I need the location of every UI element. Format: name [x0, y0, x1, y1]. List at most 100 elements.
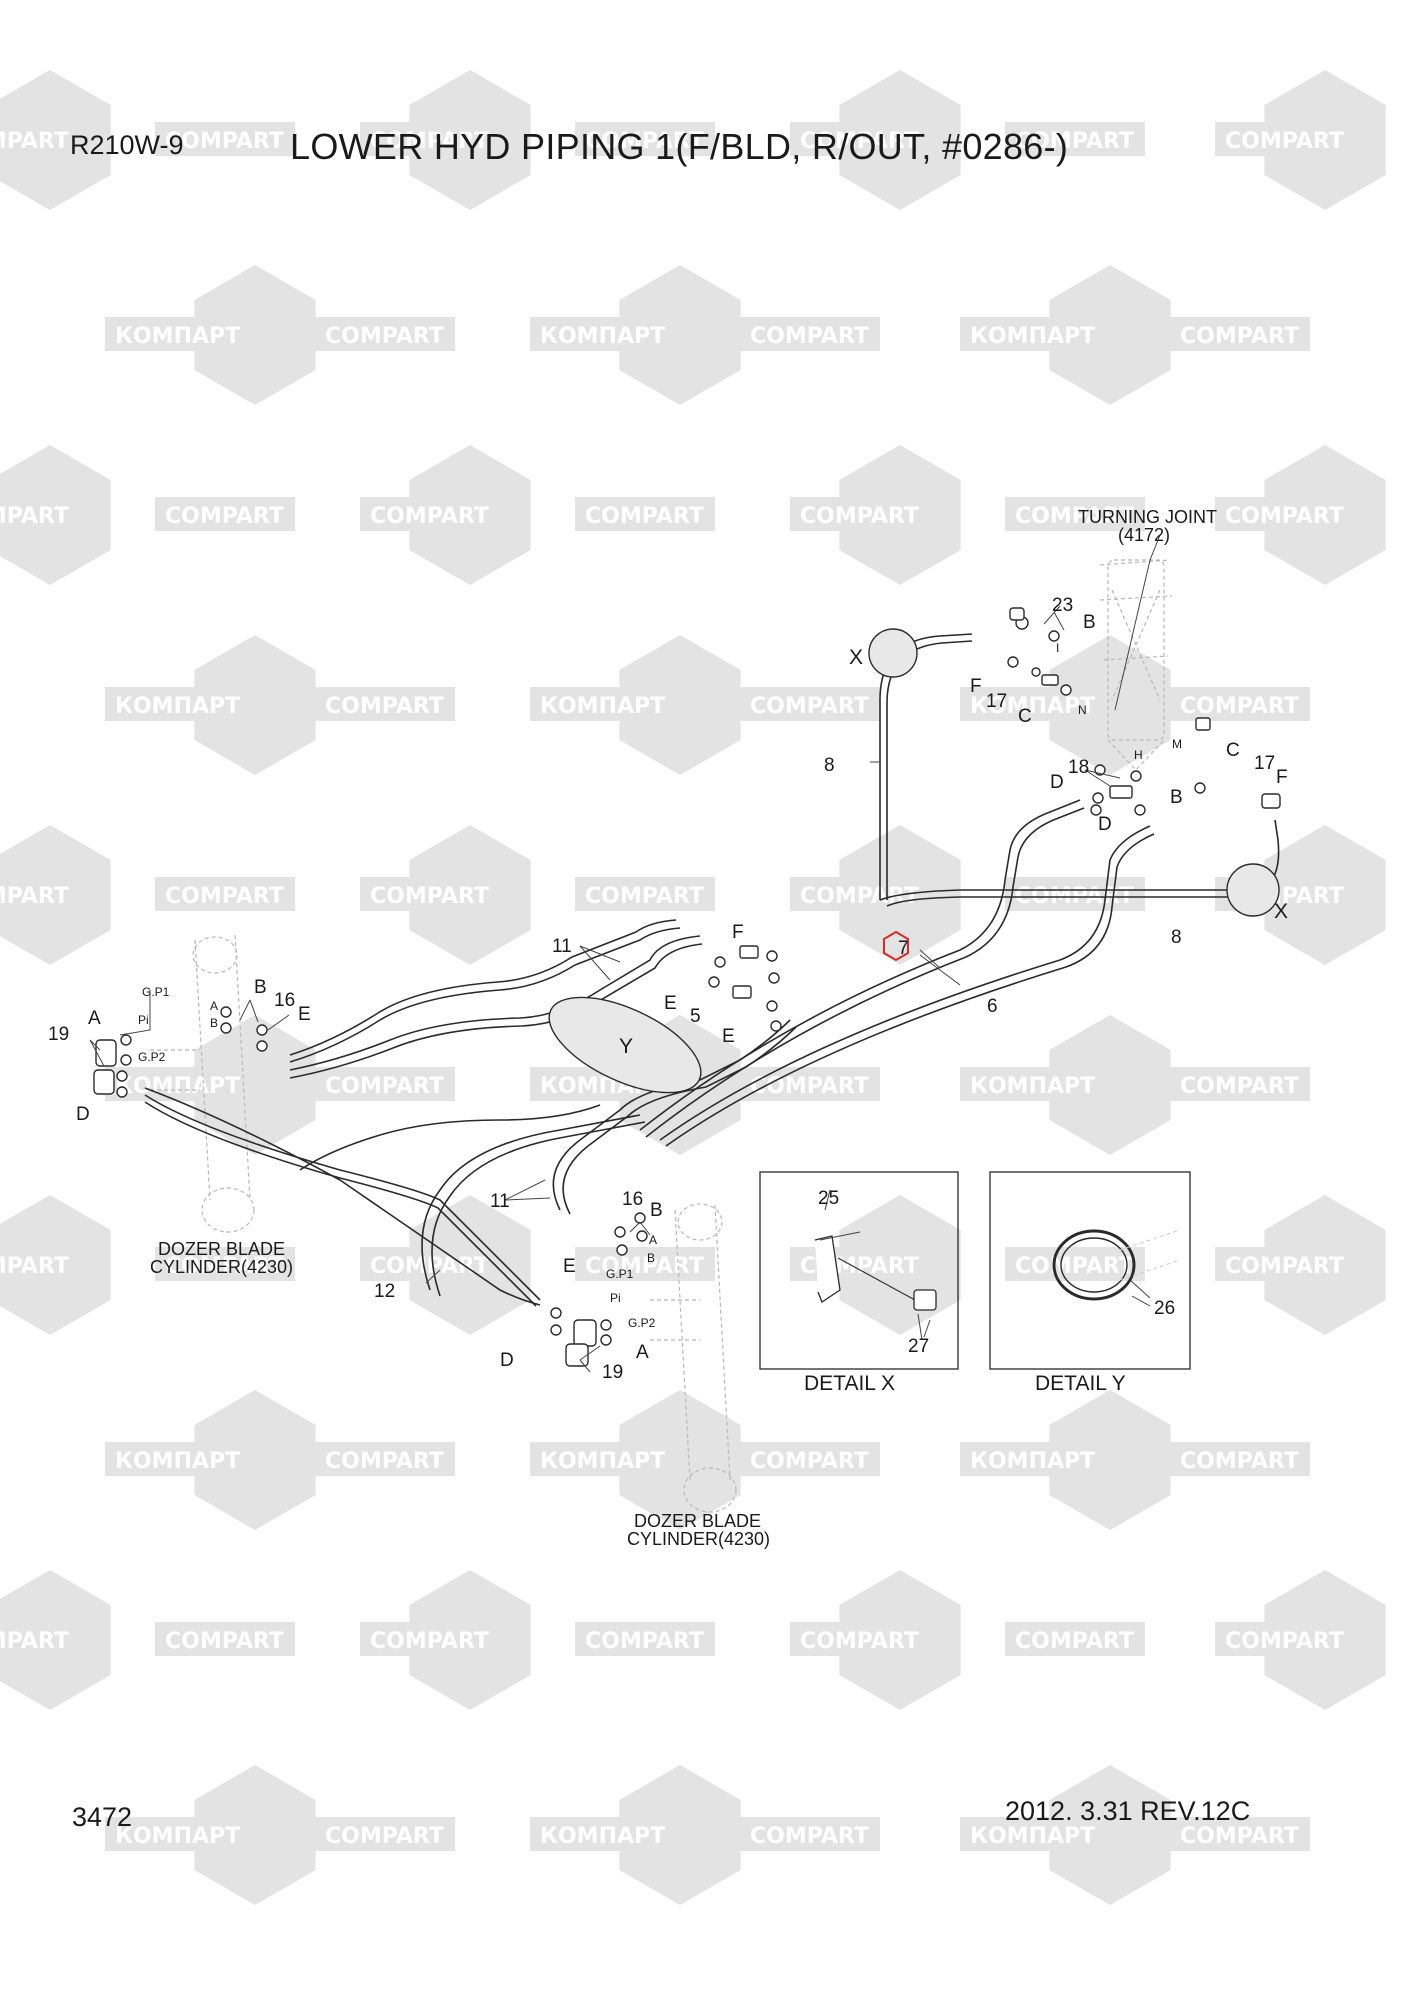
- watermark-word: COMPART: [1015, 129, 1134, 154]
- watermark-badge: [619, 265, 741, 405]
- watermark-word: COMPART: [0, 129, 69, 154]
- watermark-word: COMPART: [585, 129, 704, 154]
- watermark-badge: [194, 635, 316, 775]
- connector-c-tj: C: [1018, 706, 1032, 727]
- watermark-band: [360, 877, 500, 911]
- watermark-word: COMPART: [1180, 1824, 1299, 1849]
- watermark-band: [315, 1442, 455, 1476]
- watermark-band: [1215, 1622, 1355, 1656]
- watermark-badge: [619, 635, 741, 775]
- watermark-band: [1005, 877, 1145, 911]
- watermark-badge: [619, 1765, 741, 1905]
- watermark-word: COMPART: [165, 504, 284, 529]
- detail-y-tag: Y: [619, 1035, 633, 1058]
- watermark-band: [575, 1622, 715, 1656]
- tj-port-m: M: [1172, 737, 1182, 751]
- watermark-word: КОМПАРТ: [970, 694, 1095, 719]
- watermark-band: [740, 1817, 880, 1851]
- callout-11-bottom: 11: [490, 1191, 510, 1212]
- watermark-word: COMPART: [750, 1074, 869, 1099]
- connector-a-right: A: [636, 1342, 649, 1363]
- watermark-word: COMPART: [165, 884, 284, 909]
- watermark-badge: [1049, 1765, 1171, 1905]
- watermark-word: COMPART: [800, 884, 919, 909]
- watermark-band: [1215, 122, 1355, 156]
- watermark-word: COMPART: [370, 504, 489, 529]
- watermark-word: COMPART: [370, 129, 489, 154]
- watermark-word: COMPART: [1225, 504, 1344, 529]
- watermark-word: COMPART: [585, 1629, 704, 1654]
- watermark-band: [360, 1622, 500, 1656]
- dozer-cylinder-right: [650, 1203, 737, 1513]
- watermark-band: [155, 122, 295, 156]
- watermark-word: КОМПАРТ: [115, 1824, 240, 1849]
- detail-x-tag-top: X: [849, 646, 863, 669]
- callout-19-left: 19: [48, 1024, 69, 1045]
- watermark-band: [315, 687, 455, 721]
- detail-x-tag-right: X: [1274, 900, 1288, 923]
- port-b-right: B: [647, 1251, 655, 1265]
- tj-port-n: N: [1078, 703, 1087, 717]
- port-gp1-left: G.P1: [142, 985, 170, 999]
- watermark-badge: [194, 1390, 316, 1530]
- watermark-word: COMPART: [165, 129, 284, 154]
- page-number: 3472: [72, 1802, 133, 1832]
- watermark-band: [1215, 1247, 1355, 1281]
- watermark-word: КОМПАРТ: [115, 694, 240, 719]
- callout-17-right: 17: [1254, 753, 1275, 774]
- dozer-cylinder-left-label: DOZER BLADE: [158, 1239, 285, 1259]
- watermark-word: COMPART: [325, 1074, 444, 1099]
- connector-b-tj: B: [1083, 612, 1096, 633]
- watermark-band: [960, 1067, 1100, 1101]
- watermark-word: КОМПАРТ: [540, 1824, 665, 1849]
- watermark-word: КОМПАРТ: [115, 1074, 240, 1099]
- watermark-band: [315, 317, 455, 351]
- watermark-word: КОМПАРТ: [115, 324, 240, 349]
- watermark-word: COMPART: [800, 129, 919, 154]
- port-gp1-right: G.P1: [606, 1267, 634, 1281]
- watermark-word: COMPART: [1015, 504, 1134, 529]
- watermark-word: КОМПАРТ: [540, 694, 665, 719]
- watermark-band: [0, 1622, 80, 1656]
- watermark-band: [790, 122, 930, 156]
- watermark-word: COMPART: [370, 1629, 489, 1654]
- callout-8-top: 8: [824, 755, 835, 776]
- watermark-word: КОМПАРТ: [540, 1449, 665, 1474]
- watermark-band: [1170, 687, 1310, 721]
- connector-b-left: B: [254, 977, 267, 998]
- detail-x-caption: DETAIL X: [804, 1372, 895, 1395]
- watermark-band: [1005, 1622, 1145, 1656]
- watermark-band: [1170, 1817, 1310, 1851]
- callout-11-top: 11: [552, 936, 572, 957]
- diagram-title: LOWER HYD PIPING 1(F/BLD, R/OUT, #0286-): [290, 126, 1069, 167]
- callout-6: 6: [987, 996, 998, 1017]
- watermark-badge: [194, 1765, 316, 1905]
- detail-y-box: [989, 1171, 1191, 1370]
- connector-a-left: A: [88, 1008, 101, 1029]
- callout-8-right: 8: [1171, 927, 1182, 948]
- detail-markers: [548, 628, 1280, 1094]
- dozer-cylinder-left-ref: CYLINDER(4230): [150, 1257, 293, 1277]
- watermark-band: [960, 1817, 1100, 1851]
- watermark-word: COMPART: [165, 1254, 284, 1279]
- connector-d-left: D: [76, 1104, 90, 1125]
- watermark-band: [360, 1247, 500, 1281]
- watermark-word: COMPART: [1225, 1254, 1344, 1279]
- watermark-band: [105, 1067, 245, 1101]
- watermark-band: [105, 1442, 245, 1476]
- highlight-hexagon: [883, 930, 909, 962]
- watermark-word: КОМПАРТ: [540, 324, 665, 349]
- watermark-band: [360, 497, 500, 531]
- port-a-left: A: [210, 999, 218, 1013]
- port-gp2-right: G.P2: [628, 1316, 656, 1330]
- connector-f-tj: F: [970, 676, 982, 697]
- callout-16-right: 16: [622, 1189, 643, 1210]
- watermark-word: COMPART: [1180, 1449, 1299, 1474]
- watermark-band: [740, 1067, 880, 1101]
- callout-25: 25: [818, 1188, 839, 1209]
- turning-joint: [1099, 559, 1173, 771]
- watermark-band: [530, 1442, 670, 1476]
- watermark-word: COMPART: [1015, 1254, 1134, 1279]
- connector-e-mid: E: [664, 993, 677, 1014]
- model-number: R210W-9: [70, 130, 184, 160]
